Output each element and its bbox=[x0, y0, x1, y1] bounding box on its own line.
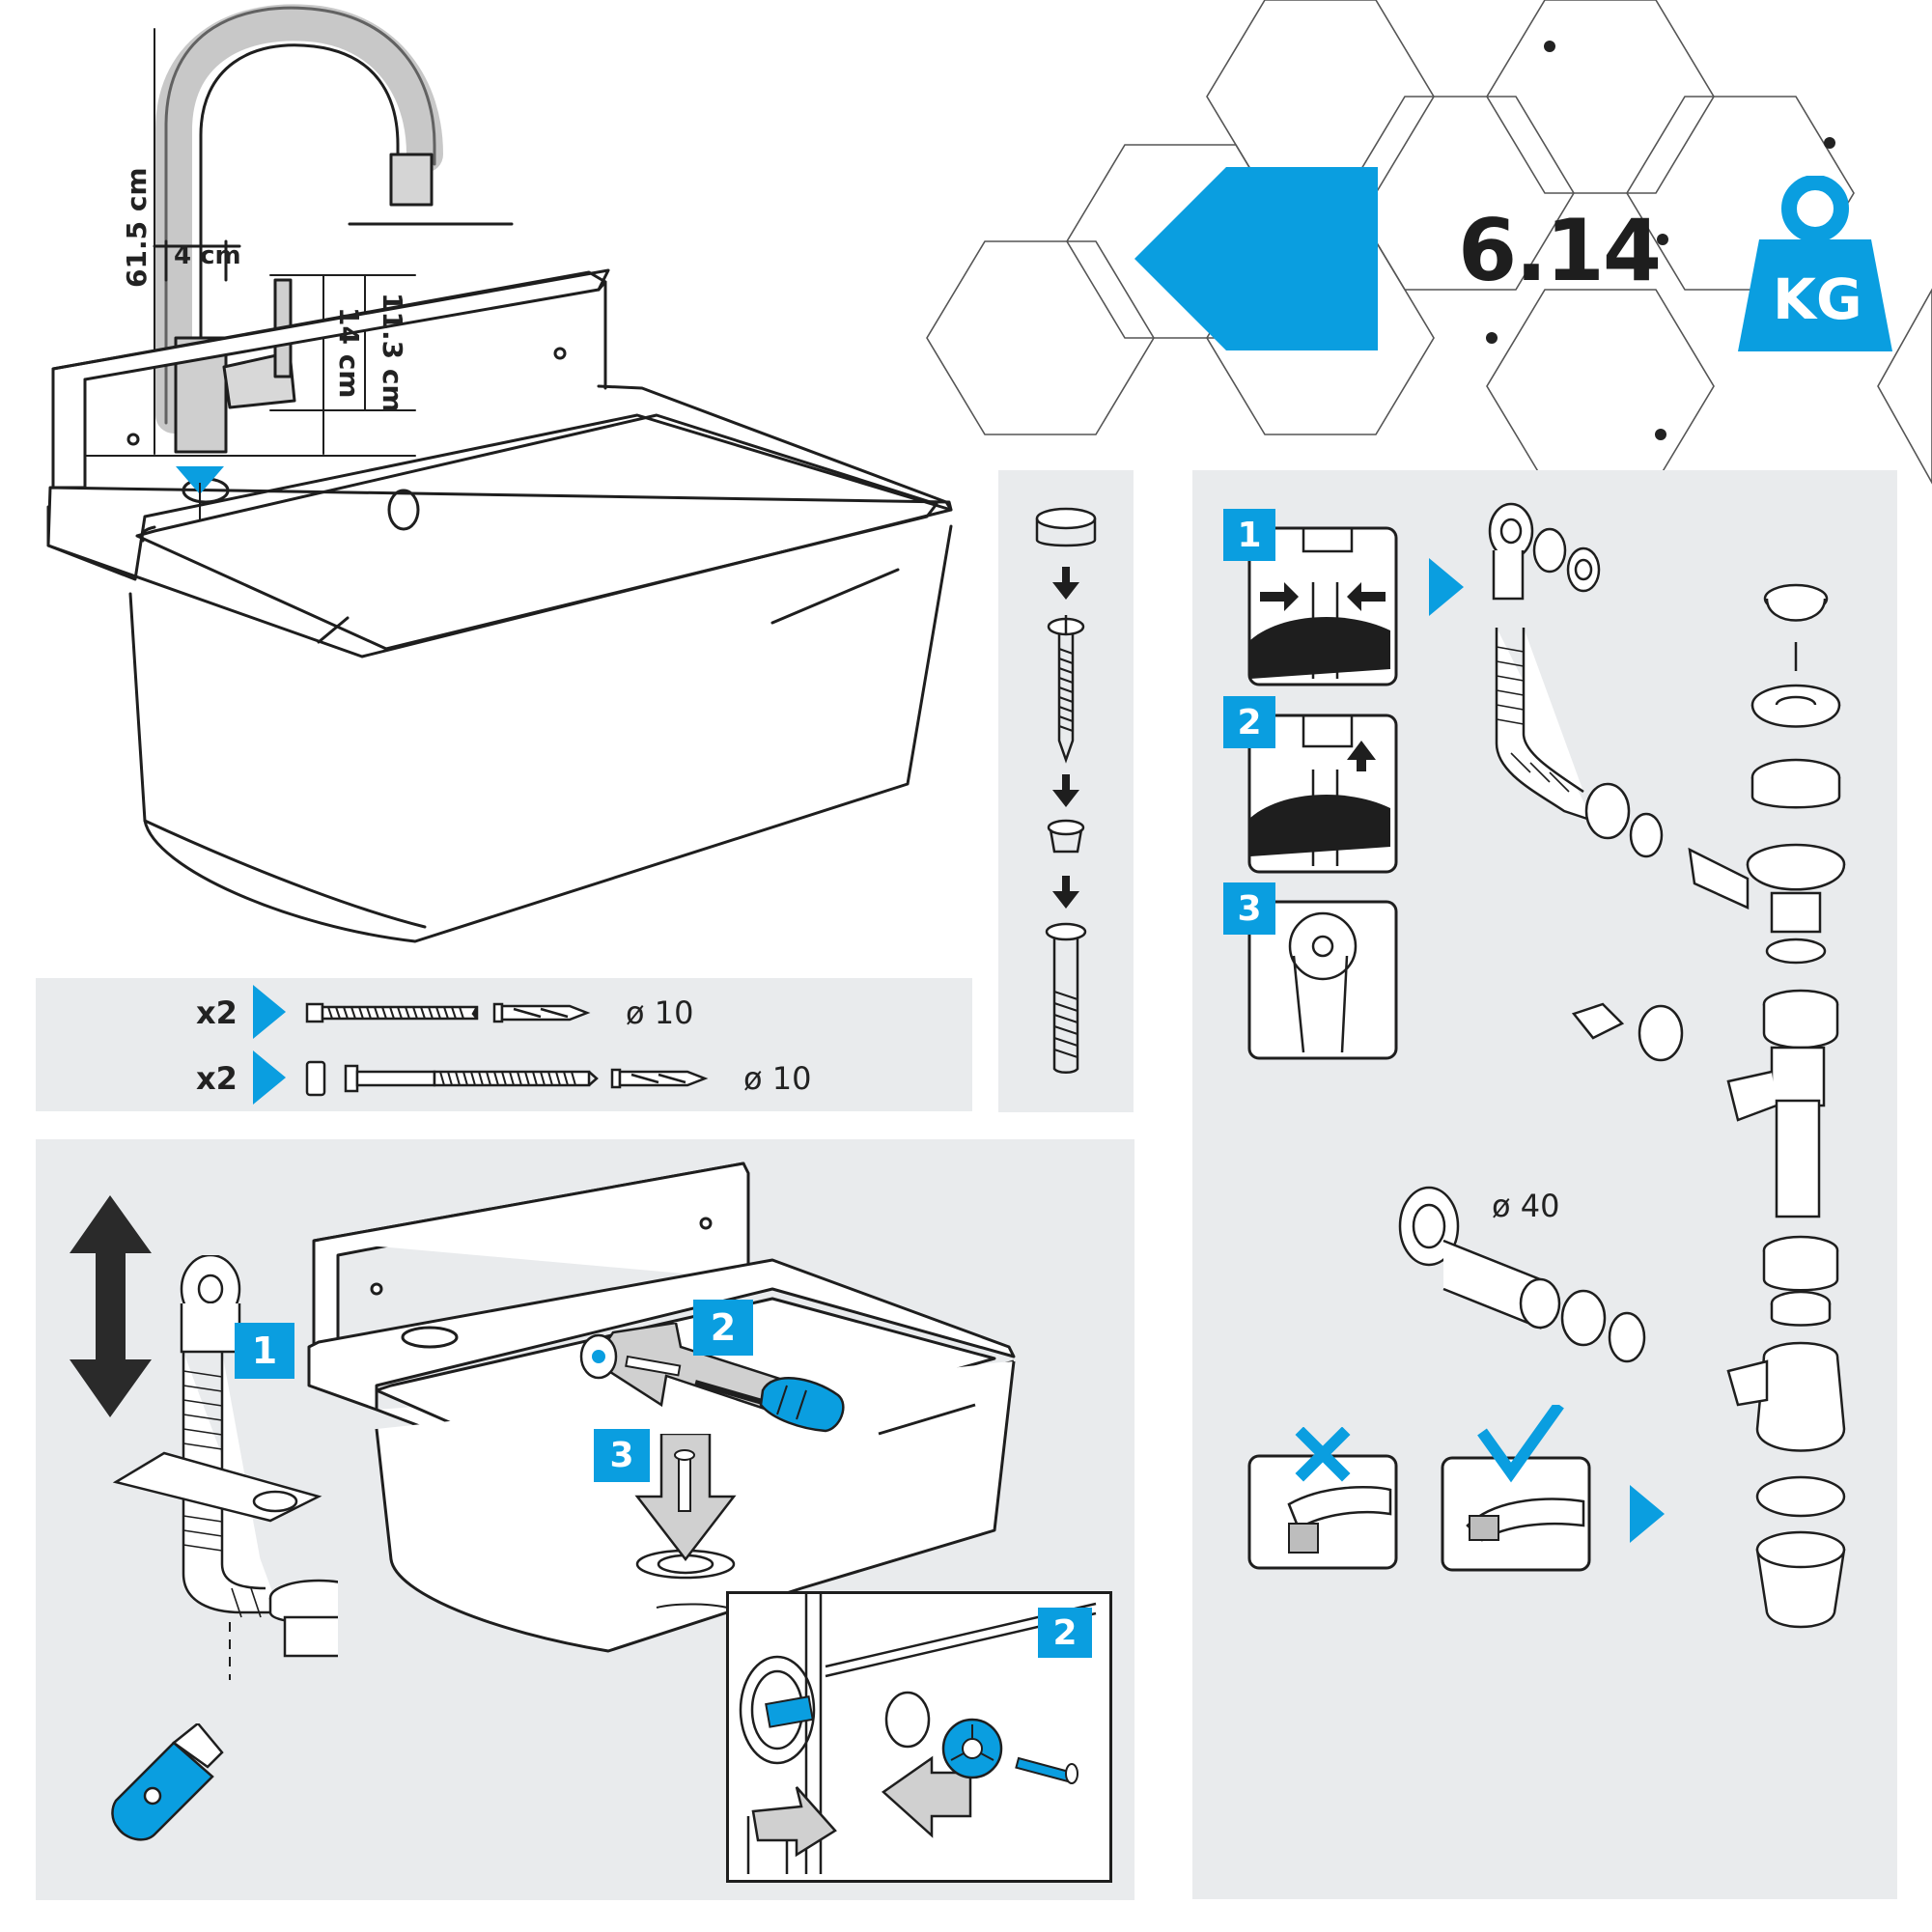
weight-icon bbox=[1738, 176, 1892, 351]
sink-with-faucet-illustration bbox=[46, 4, 953, 943]
fixing-1-quantity: x2 bbox=[196, 994, 238, 1031]
seal-wrong-box bbox=[1247, 1427, 1398, 1570]
screwdriver-step-illustration bbox=[579, 1323, 845, 1433]
screw-sequence-illustration bbox=[1035, 507, 1097, 1074]
weight-unit: KG bbox=[1773, 266, 1862, 332]
siphon-exploded-diagram bbox=[1488, 502, 1846, 1629]
detail-inset-illustration bbox=[739, 1594, 1097, 1874]
seal-correct-box bbox=[1441, 1405, 1591, 1572]
fixing-1-diameter: ø 10 bbox=[626, 994, 694, 1031]
pipe-ring-illustration bbox=[1398, 1186, 1646, 1363]
install-step-2-badge: 2 bbox=[693, 1300, 753, 1356]
overflow-step-2-box bbox=[1247, 714, 1398, 874]
double-arrow-icon bbox=[70, 1195, 152, 1417]
hexagon-pattern bbox=[926, 0, 1932, 485]
base-height-label: 14 cm bbox=[333, 307, 365, 399]
overflow-step-3-badge: 3 bbox=[1223, 882, 1275, 935]
fixing-row-2 bbox=[253, 1050, 709, 1105]
fixings-panel bbox=[36, 978, 972, 1111]
check-icon bbox=[1477, 1405, 1564, 1483]
install-step-3-badge: 3 bbox=[594, 1429, 650, 1482]
overflow-step-2-badge: 2 bbox=[1223, 696, 1275, 748]
overflow-step-1-badge: 1 bbox=[1223, 509, 1275, 561]
faucet-diameter-label: 4 cm bbox=[174, 241, 241, 270]
fixing-row-1 bbox=[253, 985, 591, 1039]
fixing-2-diameter: ø 10 bbox=[743, 1060, 812, 1097]
arrow-left-icon bbox=[1134, 167, 1378, 350]
faucet-height-label: 61.5 cm bbox=[121, 167, 153, 288]
handle-height-label: 11.3 cm bbox=[377, 293, 408, 413]
detail-inset-badge: 2 bbox=[1038, 1608, 1092, 1658]
play-arrow-icon bbox=[253, 985, 286, 1039]
utility-knife-icon bbox=[111, 1723, 224, 1841]
overflow-step-3-box bbox=[1247, 900, 1398, 1060]
play-arrow-icon bbox=[1429, 558, 1464, 616]
install-step-1-badge: 1 bbox=[235, 1323, 294, 1379]
cross-icon bbox=[1295, 1427, 1351, 1482]
weight-value: 6.14 bbox=[1458, 201, 1662, 300]
overflow-assembly-illustration bbox=[112, 1255, 338, 1680]
screwdriver-icon bbox=[694, 1377, 845, 1433]
pipe-diameter-label: ø 40 bbox=[1492, 1188, 1560, 1224]
overflow-step-1-box bbox=[1247, 526, 1398, 686]
down-arrow-step-3 bbox=[634, 1434, 737, 1562]
fixing-2-quantity: x2 bbox=[196, 1060, 238, 1097]
play-arrow-icon bbox=[1630, 1485, 1665, 1543]
